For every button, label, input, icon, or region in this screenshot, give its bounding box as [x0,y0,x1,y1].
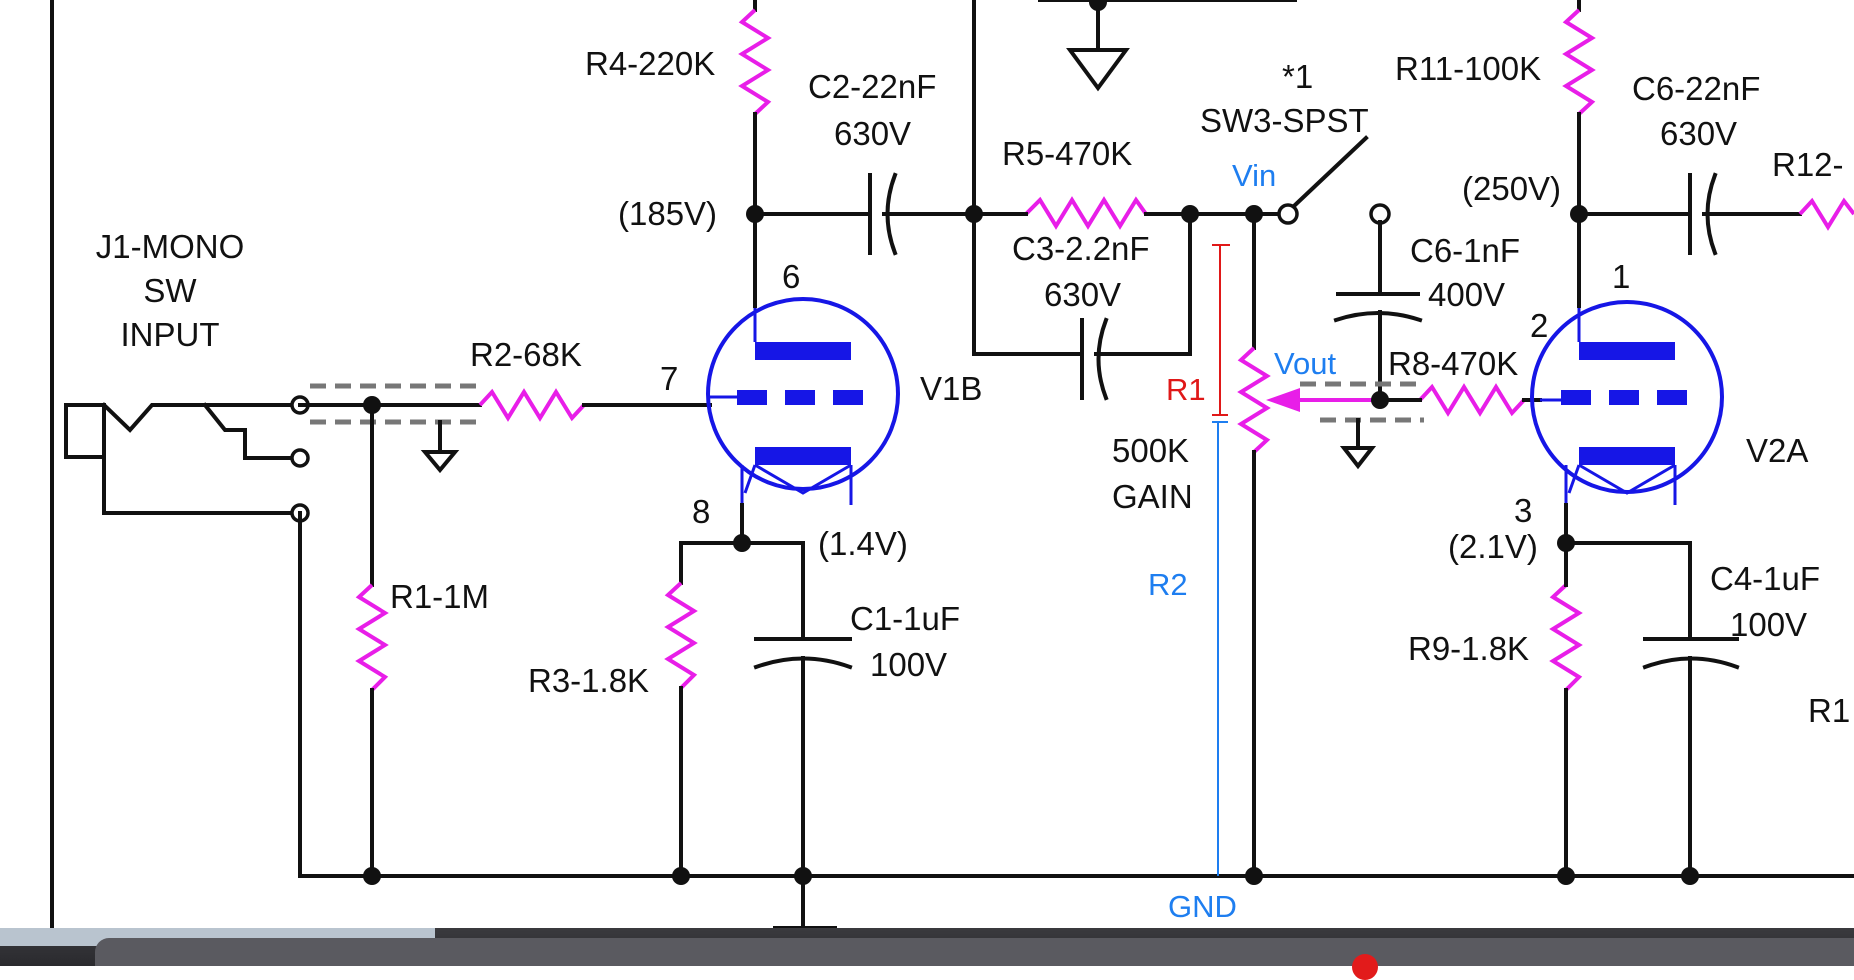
j1-label-line2: SW [143,272,197,309]
pot-value-label: 500K [1112,432,1189,469]
gain-pot [1237,346,1271,454]
r9-ground-node [1557,867,1575,885]
v2a-tube [1530,300,1724,510]
v1b-pin7-label: 7 [660,360,678,397]
c3-capacitor [1080,317,1109,401]
note-star1: *1 [1282,58,1313,95]
v2a-cathode-voltage: (2.1V) [1448,528,1538,565]
vin-label: Vin [1232,158,1276,193]
r12-label: R12- [1772,146,1844,183]
j1-label-line3: INPUT [121,316,220,353]
r2-pot-annotation: R2 [1148,567,1188,602]
r2-label: R2-68K [470,336,582,373]
c6-small-value-label: C6-1nF [1410,232,1520,269]
r1-label: R1-1M [390,578,489,615]
gnd-label: GND [1168,889,1237,924]
c3-value-label: C3-2.2nF [1012,230,1150,267]
c6-large-voltage-label: 630V [1660,115,1737,152]
v2a-cathode-branch [1564,541,1692,637]
c2-voltage-label: 630V [834,115,911,152]
r3-resistor [664,581,698,690]
sw3-terminal-left [1277,203,1299,225]
v2a-plate-voltage: (250V) [1462,170,1561,207]
c6-large-value-label: C6-22nF [1632,70,1760,107]
c4-ground-node [1681,867,1699,885]
v2a-pin1-label: 1 [1612,258,1630,295]
r3-label: R3-1.8K [528,662,649,699]
r4-label: R4-220K [585,45,715,82]
r5-resistor [1024,196,1148,230]
top-ground-node [1089,0,1107,11]
r2-resistor [478,388,586,422]
c3-voltage-label: 630V [1044,276,1121,313]
c1-value-label: C1-1uF [850,600,960,637]
r9-resistor [1549,583,1583,692]
pot-ground-node [1245,867,1263,885]
v1b-label: V1B [920,370,982,407]
v1b-plate-voltage: (185V) [618,195,717,232]
shield-ground-symbol [420,450,460,474]
c1-ground-node [794,867,812,885]
v2a-pin2-label: 2 [1530,307,1548,344]
pot-wiper-arrow [1266,388,1300,412]
vout-ground-symbol [1339,446,1377,470]
r1-ground-node [363,867,381,885]
v2a-pin3-label: 3 [1514,492,1532,529]
r4-resistor [738,8,772,116]
c1-voltage-label: 100V [870,646,947,683]
r1-top-node [363,396,381,414]
c2-value-label: C2-22nF [808,68,936,105]
r8-resistor [1418,383,1526,417]
c4-value-label: C4-1uF [1710,560,1820,597]
r3-ground-node [672,867,690,885]
j1-label-line1: J1-MONO [96,228,245,265]
c4-voltage-label: 100V [1730,606,1807,643]
c3-right-wire [1094,212,1192,356]
r8-label: R8-470K [1388,345,1518,382]
top-ground-symbol [1066,48,1130,92]
v2a-label: V2A [1746,432,1808,469]
r9-label: R9-1.8K [1408,630,1529,667]
vout-label: Vout [1274,346,1336,381]
v1b-cathode-voltage: (1.4V) [818,525,908,562]
r1-resistor [355,583,389,692]
pot-name-label: GAIN [1112,478,1193,515]
v1b-tube [706,297,900,510]
c6-small-voltage-label: 400V [1428,276,1505,313]
r11-label: R11-100K [1395,50,1541,87]
r1-pot-annotation: R1 [1166,372,1206,407]
input-jack-symbol [64,395,310,523]
sw3-label: SW3-SPST [1200,102,1369,139]
taskbar-dock[interactable] [95,938,1854,966]
sw3-lever [1291,135,1369,209]
v1b-cathode-branch [679,541,805,637]
r11-resistor [1562,8,1596,116]
v1b-pin8-label: 8 [692,493,710,530]
r12-resistor [1798,197,1854,231]
r5-label: R5-470K [1002,135,1132,172]
v1b-pin6-label: 6 [782,258,800,295]
r1-cut-label: R1 [1808,692,1850,729]
record-indicator-icon[interactable] [1352,954,1378,980]
